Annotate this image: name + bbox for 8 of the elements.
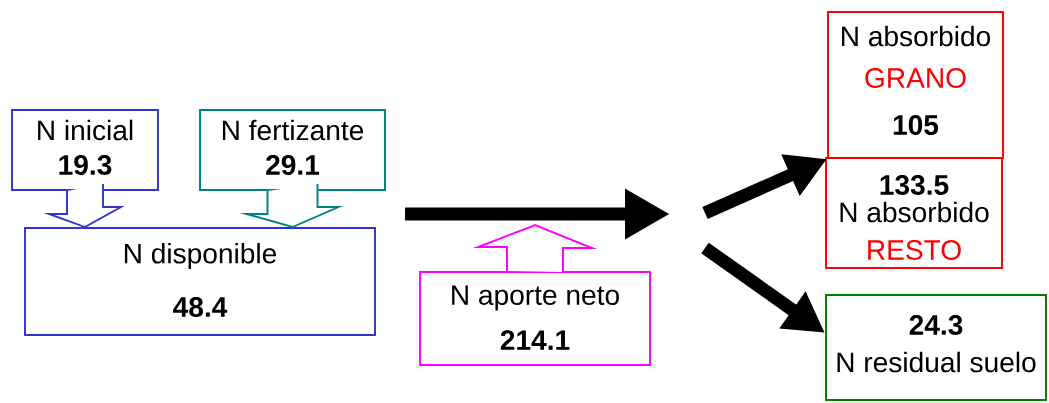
callout-box: N inicial 19.3 — [11, 109, 159, 191]
result-box: 133.5 N absorbido RESTO — [825, 157, 1003, 269]
callout-box: N fertizante 29.1 — [199, 109, 386, 191]
block-arrow — [472, 223, 597, 273]
result-box: N absorbido GRANO 105 — [827, 11, 1004, 159]
result-box: 24.3 N residual suelo — [825, 294, 1047, 401]
callout-box: N aporte neto 214.1 — [419, 271, 651, 366]
process-box: N disponible 48.4 — [24, 227, 376, 336]
